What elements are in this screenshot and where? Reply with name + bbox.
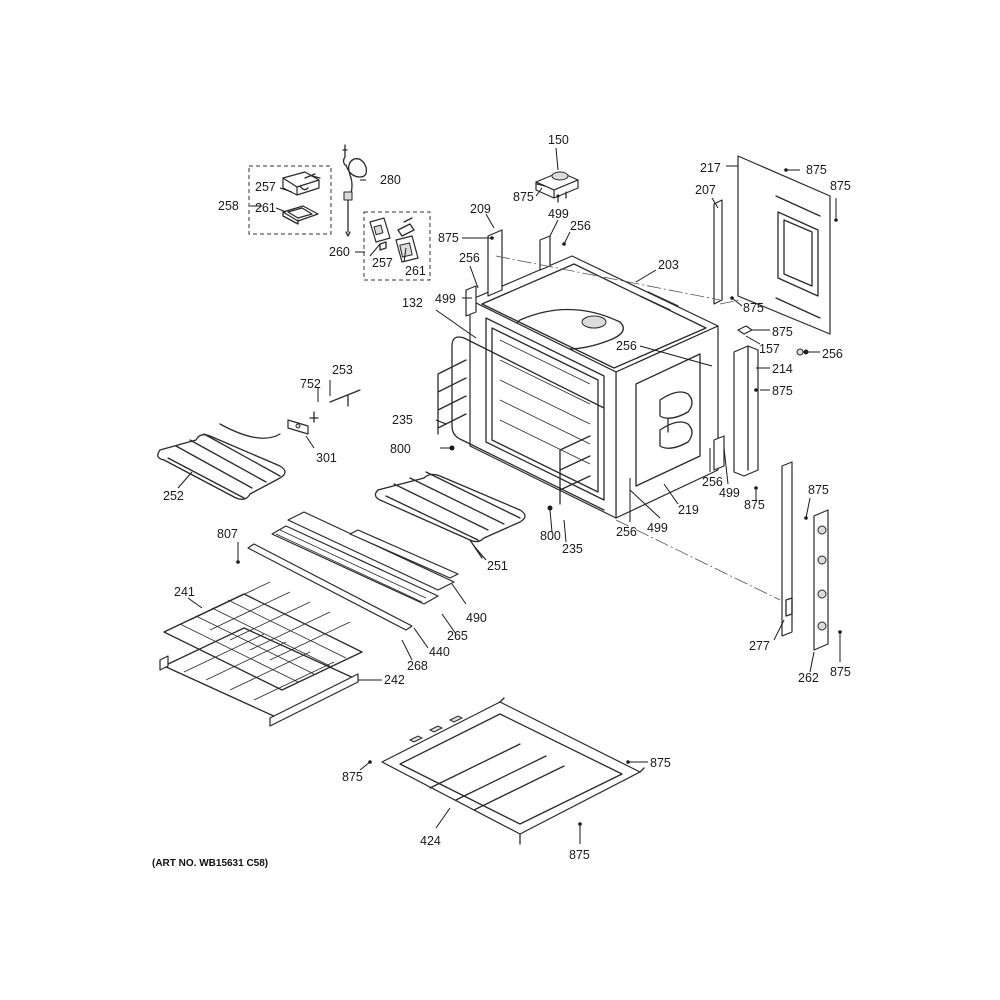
bake-element-251 xyxy=(374,471,526,559)
callout-253: 253 xyxy=(332,363,353,377)
callout-268: 268 xyxy=(407,659,428,673)
callout-261: 261 xyxy=(405,264,426,278)
callout-875: 875 xyxy=(830,179,851,193)
callout-209: 209 xyxy=(470,202,491,216)
control-board-kit-260 xyxy=(363,211,431,281)
callout-242: 242 xyxy=(384,673,405,687)
door-trim-262 xyxy=(813,509,829,651)
callout-257: 257 xyxy=(255,180,276,194)
callout-132: 132 xyxy=(402,296,423,310)
callout-875: 875 xyxy=(438,231,459,245)
callout-875: 875 xyxy=(569,848,590,862)
callout-256: 256 xyxy=(570,219,591,233)
art-number: (ART NO. WB15631 C58) xyxy=(152,858,268,869)
rear-strip-207 xyxy=(713,199,723,305)
callout-875: 875 xyxy=(772,325,793,339)
callout-875: 875 xyxy=(806,163,827,177)
callout-235: 235 xyxy=(562,542,583,556)
callout-875: 875 xyxy=(743,301,764,315)
temperature-probe-280 xyxy=(342,144,368,237)
callout-424: 424 xyxy=(420,834,441,848)
callout-277: 277 xyxy=(749,639,770,653)
leader-lines xyxy=(177,147,841,844)
broil-element-252 xyxy=(157,423,286,500)
callout-261: 261 xyxy=(255,201,276,215)
side-panel-209 xyxy=(465,229,551,317)
rear-panel-217 xyxy=(737,155,831,335)
callout-800: 800 xyxy=(540,529,561,543)
callout-257: 257 xyxy=(372,256,393,270)
callout-256: 256 xyxy=(459,251,480,265)
callout-252: 252 xyxy=(163,489,184,503)
callout-150: 150 xyxy=(548,133,569,147)
callout-440: 440 xyxy=(429,645,450,659)
callout-875: 875 xyxy=(513,190,534,204)
door-trim-277 xyxy=(781,461,793,637)
callout-214: 214 xyxy=(772,362,793,376)
callout-752: 752 xyxy=(300,377,321,391)
relay-150 xyxy=(535,171,579,203)
callout-875: 875 xyxy=(342,770,363,784)
callout-265: 265 xyxy=(447,629,468,643)
callout-875: 875 xyxy=(808,483,829,497)
callout-157: 157 xyxy=(759,342,780,356)
callout-490: 490 xyxy=(466,611,487,625)
callout-499: 499 xyxy=(647,521,668,535)
callout-875: 875 xyxy=(772,384,793,398)
sensor-753 xyxy=(309,389,361,423)
sensor-bracket-301 xyxy=(287,419,309,435)
callout-875: 875 xyxy=(830,665,851,679)
callout-203: 203 xyxy=(658,258,679,272)
callout-217: 217 xyxy=(700,161,721,175)
callout-241: 241 xyxy=(174,585,195,599)
callout-807: 807 xyxy=(217,527,238,541)
leader-dots xyxy=(236,168,842,826)
vent-screen-265 xyxy=(271,525,439,605)
callout-258: 258 xyxy=(218,199,239,213)
callout-280: 280 xyxy=(380,173,401,187)
oven-rack-241 xyxy=(163,581,363,691)
bottom-panel-424 xyxy=(381,697,645,845)
callout-251: 251 xyxy=(487,559,508,573)
control-board-kit-258 xyxy=(248,165,332,235)
vent-rail-490 xyxy=(349,529,459,579)
oven-cavity-203 xyxy=(437,255,719,519)
callout-256: 256 xyxy=(616,339,637,353)
callout-499: 499 xyxy=(435,292,456,306)
callout-219: 219 xyxy=(678,503,699,517)
callout-499: 499 xyxy=(548,207,569,221)
side-trim-214 xyxy=(713,345,759,477)
callout-875: 875 xyxy=(744,498,765,512)
vent-cover-268 xyxy=(287,511,455,591)
callout-800: 800 xyxy=(390,442,411,456)
vent-trim-807 xyxy=(247,543,413,631)
callout-301: 301 xyxy=(316,451,337,465)
callout-labels: 150 280 257 258 261 260 257 261 875 209 … xyxy=(163,133,851,862)
callout-260: 260 xyxy=(329,245,350,259)
callout-256: 256 xyxy=(616,525,637,539)
callout-235: 235 xyxy=(392,413,413,427)
callout-499: 499 xyxy=(719,486,740,500)
callout-256: 256 xyxy=(822,347,843,361)
callout-256: 256 xyxy=(702,475,723,489)
callout-875: 875 xyxy=(650,756,671,770)
callout-262: 262 xyxy=(798,671,819,685)
callout-207: 207 xyxy=(695,183,716,197)
extension-rack-242 xyxy=(159,627,359,727)
